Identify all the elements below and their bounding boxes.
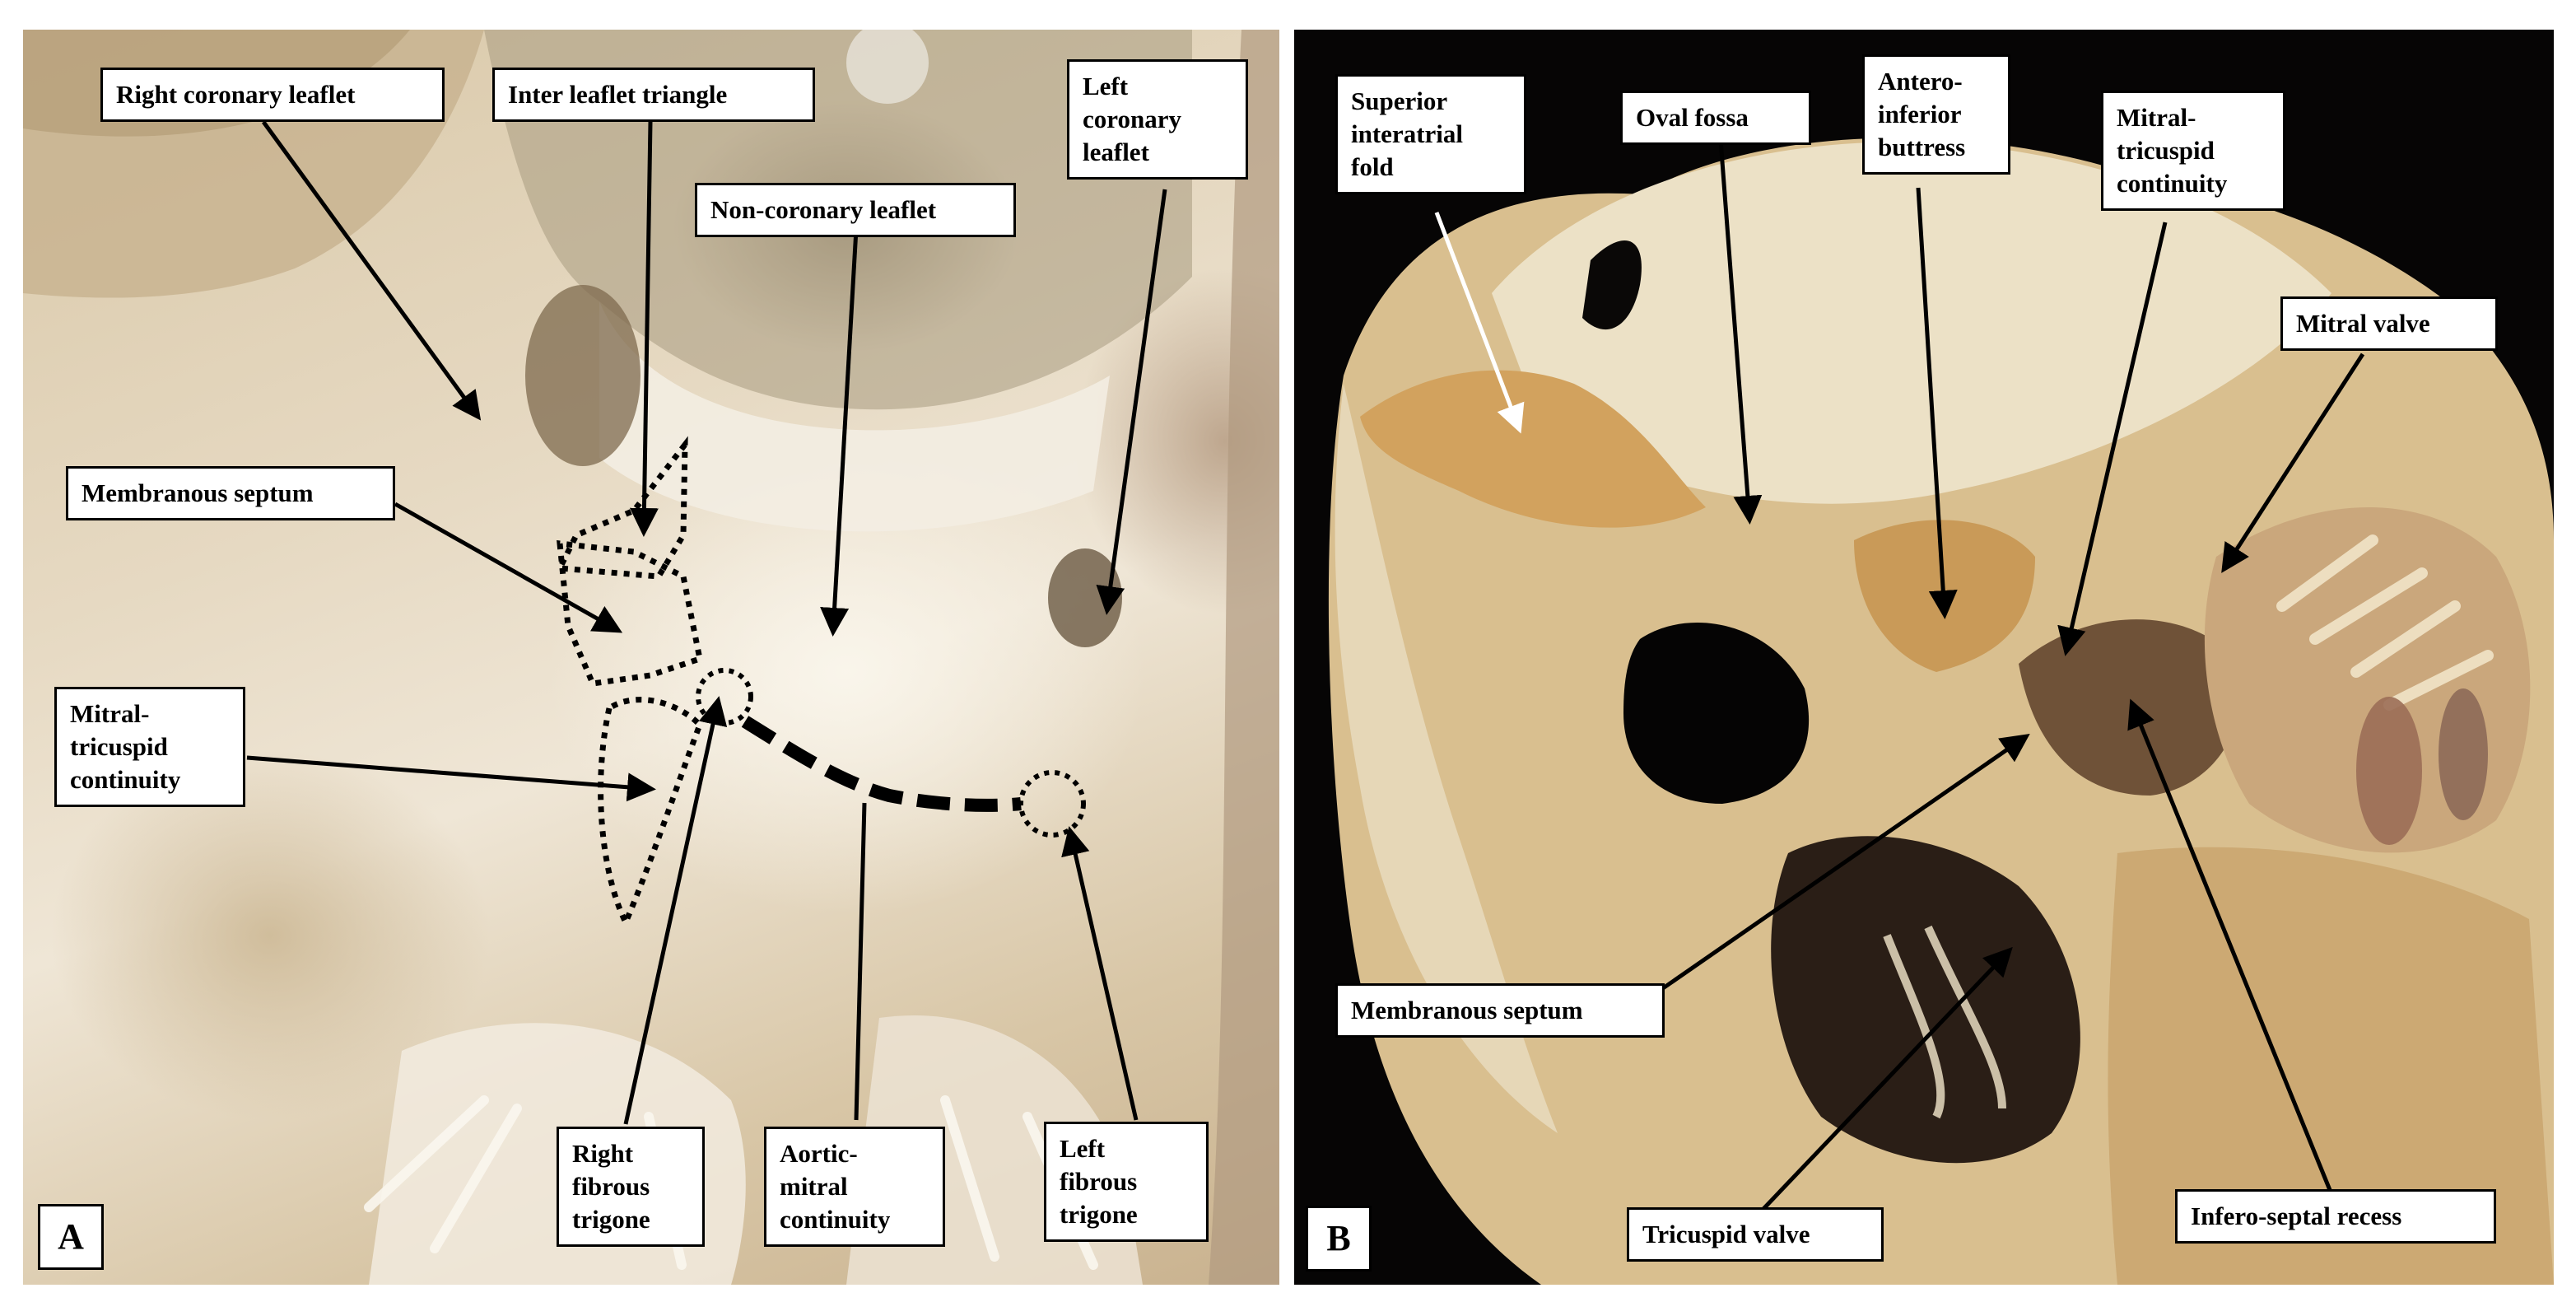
arrow-aortic-mitral-continuity	[854, 802, 867, 1121]
inter-leaflet-triangle-outline	[555, 436, 688, 580]
arrow-left-coronary-leaflet	[1096, 189, 1167, 615]
arrow-antero-inferior-buttress	[1916, 187, 1958, 619]
right-fibrous-trigone-outline	[696, 668, 753, 726]
label-antero-inferior-buttress: Antero- inferior buttress	[1862, 54, 2010, 175]
arrow-membranous-septum-b	[1661, 734, 2030, 991]
label-infero-septal-recess: Infero-septal recess	[2175, 1189, 2496, 1244]
label-mitral-tricuspid-continuity-b: Mitral- tricuspid continuity	[2101, 91, 2285, 211]
left-fibrous-trigone-outline	[1018, 770, 1086, 838]
arrow-tricuspid-valve	[1760, 946, 2013, 1212]
arrow-right-fibrous-trigone	[623, 696, 728, 1125]
label-right-fibrous-trigone: Right fibrous trigone	[557, 1127, 705, 1247]
label-aortic-mitral-continuity: Aortic- mitral continuity	[764, 1127, 945, 1247]
label-mitral-tricuspid-continuity-a: Mitral- tricuspid continuity	[54, 687, 245, 807]
arrow-non-coronary-leaflet	[820, 228, 859, 637]
arrow-mitral-tricuspid-b	[2057, 222, 2168, 656]
panel-letter-a: A	[38, 1204, 104, 1270]
label-right-coronary-leaflet: Right coronary leaflet	[100, 68, 445, 122]
mitral-tricuspid-outline	[598, 697, 704, 930]
arrow-mitral-tricuspid-a	[246, 755, 656, 802]
label-inter-leaflet-triangle: Inter leaflet triangle	[492, 68, 815, 122]
aortic-mitral-continuity-dashed-line	[741, 716, 1022, 812]
arrow-right-coronary-leaflet	[261, 120, 482, 421]
arrow-inter-leaflet-triangle	[629, 121, 659, 537]
label-oval-fossa: Oval fossa	[1620, 91, 1811, 145]
label-membranous-septum-a: Membranous septum	[66, 466, 395, 520]
label-left-coronary-leaflet: Left coronary leaflet	[1067, 59, 1248, 180]
label-superior-interatrial-fold: Superior interatrial fold	[1335, 74, 1526, 194]
label-non-coronary-leaflet: Non-coronary leaflet	[695, 183, 1016, 237]
label-membranous-septum-b: Membranous septum	[1335, 983, 1665, 1038]
panel-letter-b: B	[1306, 1206, 1372, 1272]
arrow-mitral-valve	[2221, 352, 2365, 573]
arrow-superior-interatrial-fold	[1434, 212, 1525, 434]
arrow-oval-fossa	[1718, 139, 1763, 525]
arrow-infero-septal-recess	[2127, 698, 2332, 1191]
label-mitral-valve: Mitral valve	[2280, 296, 2498, 351]
membranous-septum-outline	[557, 540, 704, 687]
label-tricuspid-valve: Tricuspid valve	[1627, 1207, 1884, 1262]
arrow-left-fibrous-trigone	[1061, 826, 1139, 1121]
arrow-membranous-septum-a	[394, 502, 623, 633]
label-left-fibrous-trigone: Left fibrous trigone	[1044, 1122, 1209, 1242]
